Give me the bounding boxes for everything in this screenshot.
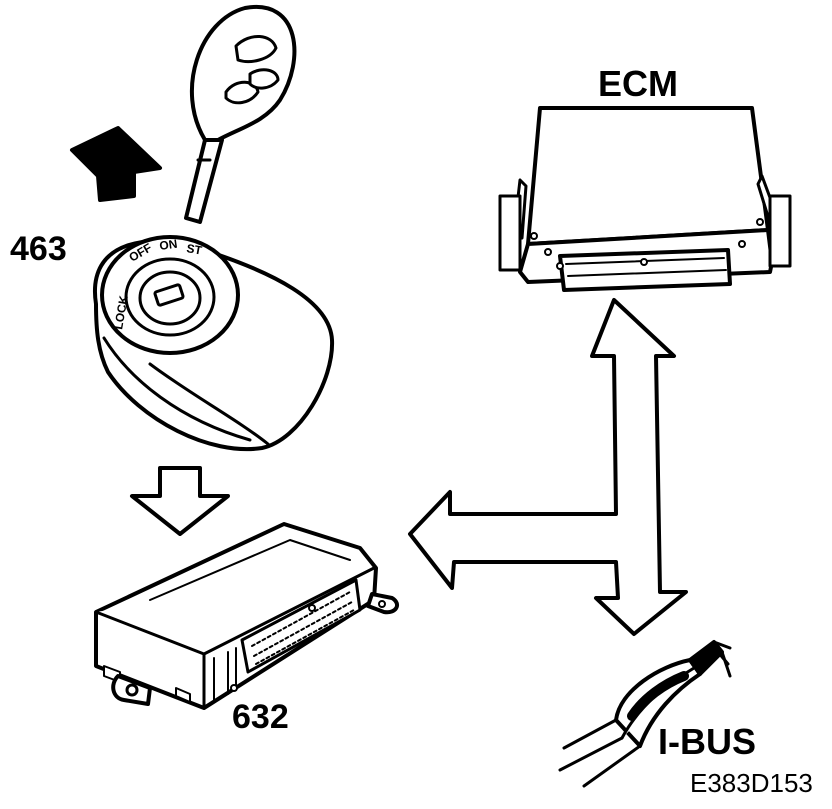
switch-label-lock: LOCK: [111, 294, 131, 330]
ecm-unit: [498, 106, 792, 292]
label-ignition-switch: 463: [10, 230, 67, 268]
control-module-632: [94, 522, 400, 710]
label-ibus: I-BUS: [658, 721, 756, 762]
ibus-cable: [558, 640, 732, 788]
ignition-switch: [92, 235, 335, 452]
bus-arrow-system: [408, 298, 688, 636]
key-illustration: [184, 4, 297, 224]
down-arrow: [130, 466, 230, 536]
switch-label-on: ON: [158, 237, 178, 253]
figure-code: E383D153: [690, 768, 813, 798]
switch-label-start: ST: [185, 241, 203, 258]
label-control-module: 632: [232, 698, 289, 736]
removal-arrow: [70, 126, 162, 202]
label-ecm: ECM: [598, 63, 678, 104]
